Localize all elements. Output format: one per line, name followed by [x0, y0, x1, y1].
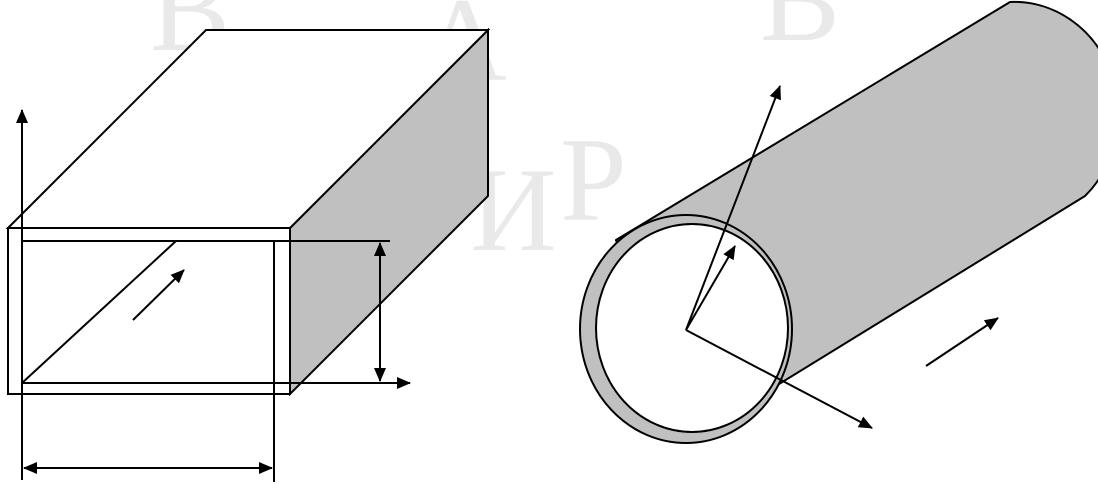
- circular-waveguide: [579, 0, 1098, 444]
- propagation-arrow: [132, 269, 185, 321]
- rectangular-waveguide: [5, 27, 491, 482]
- inner-arrow: [685, 245, 736, 331]
- svg-text:B: B: [760, 0, 840, 66]
- tube-inner-opening: [595, 223, 789, 433]
- radial-arrow-up: [685, 85, 781, 331]
- svg-text:Р: Р: [560, 113, 627, 246]
- propagation-arrow-circular: [925, 317, 999, 367]
- radial-arrow-down: [685, 329, 873, 429]
- rect-front-inner: [21, 240, 275, 384]
- rect-inner-diagonal: [21, 240, 177, 384]
